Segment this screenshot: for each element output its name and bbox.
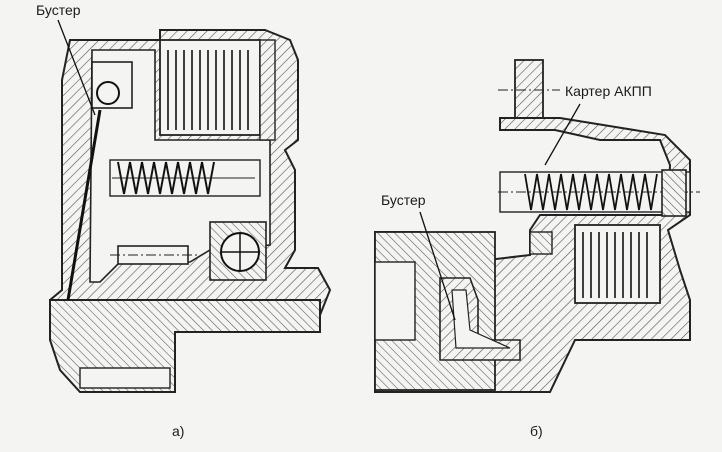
clutch-pack-b — [574, 224, 661, 304]
clutch-plates-b — [582, 232, 648, 298]
label-booster-b: Бустер — [381, 192, 426, 208]
figure-b: Картер АКПП Бустер б) — [374, 59, 700, 439]
spring-b — [524, 173, 658, 211]
clutch-drum-a — [259, 39, 276, 141]
plug-b — [529, 231, 553, 255]
leader-booster-a — [57, 19, 96, 116]
label-booster-a: Бустер — [36, 2, 81, 18]
spring-a — [117, 161, 215, 195]
caption-b: б) — [530, 423, 543, 439]
leader-housing-b — [544, 103, 581, 166]
clutch-plates-a — [167, 50, 249, 130]
bolt-nut-b — [661, 169, 687, 217]
booster-pushrod-a — [66, 109, 102, 301]
left-notch-b — [374, 261, 416, 341]
figure-a: Бустер а) — [36, 2, 332, 439]
label-housing-b: Картер АКПП — [565, 83, 652, 99]
base-slot-a — [79, 367, 171, 389]
booster-housing-a — [91, 61, 133, 109]
booster-ball-a — [96, 81, 120, 105]
booster-cavity-b — [451, 289, 511, 349]
caption-a: а) — [172, 423, 184, 439]
leader-booster-b — [419, 211, 456, 321]
clutch-pack-a — [159, 39, 261, 136]
